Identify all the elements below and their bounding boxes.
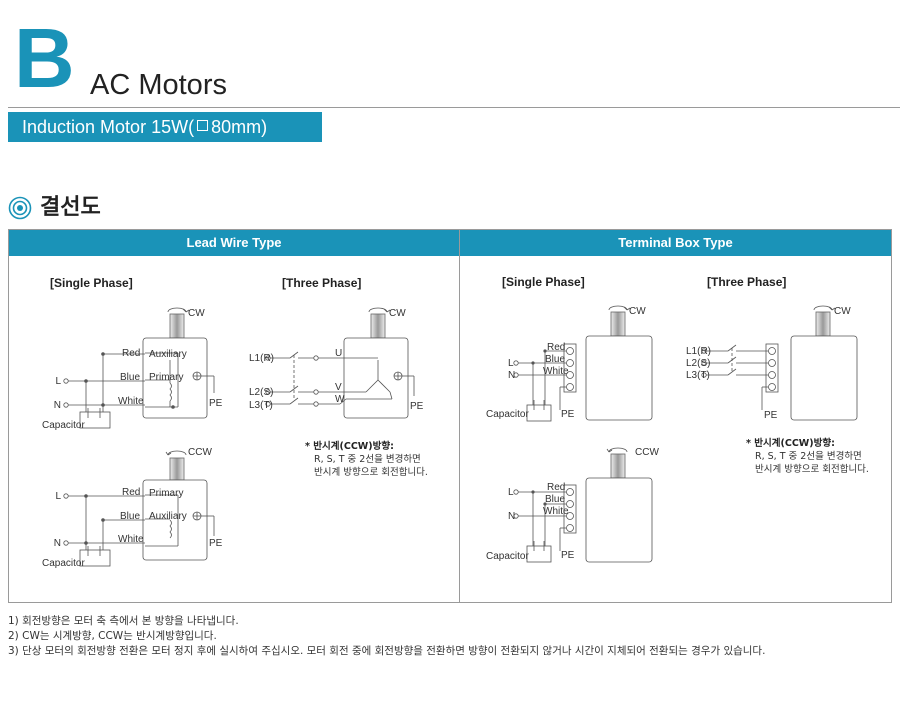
ccw-note-heading: * 반시계(CCW)방향:: [746, 437, 835, 449]
lead-single-phase-label: [Single Phase]: [50, 276, 133, 290]
l-terminal-label: L: [508, 358, 514, 369]
v-terminal-label: V: [335, 382, 342, 393]
subtitle-prefix: Induction Motor 15W(: [22, 117, 195, 137]
cw-label: CW: [629, 306, 646, 317]
section-title: 결선도: [40, 195, 101, 220]
w-terminal-label: W: [335, 394, 345, 405]
ccw-note-line2: 반시계 방향으로 회전합니다.: [314, 466, 428, 478]
white-wire-label: White: [543, 366, 569, 377]
pe-label: PE: [561, 409, 575, 420]
pe-label: PE: [561, 550, 575, 561]
n-terminal-label: N: [54, 538, 61, 549]
ccw-label: CCW: [635, 447, 659, 458]
lead-single-cw-diagram: [66, 307, 215, 429]
pe-label: PE: [209, 398, 223, 409]
auxiliary-winding-label: Auxiliary: [149, 511, 187, 522]
u-terminal-label: U: [335, 348, 342, 359]
blue-wire-label: Blue: [545, 494, 565, 505]
white-wire-label: White: [118, 396, 144, 407]
section-letter: B: [14, 11, 75, 105]
n-terminal-label: N: [54, 400, 61, 411]
footnote-1: 1) 회전방향은 모터 축 측에서 본 방향을 나타냅니다.: [8, 615, 239, 627]
ccw-note-line2: 반시계 방향으로 회전합니다.: [755, 463, 869, 475]
l2s-label: L2(S): [686, 358, 710, 369]
ccw-note-heading: * 반시계(CCW)방향:: [305, 440, 394, 452]
pe-label: PE: [209, 538, 223, 549]
primary-winding-label: Primary: [149, 372, 183, 383]
capacitor-label: Capacitor: [486, 551, 529, 562]
footnote-3: 3) 단상 모터의 회전방향 전환은 모터 정지 후에 실시하여 주십시오. 모…: [8, 645, 766, 657]
red-wire-label: Red: [122, 348, 140, 359]
white-wire-label: White: [543, 506, 569, 517]
l1r-label: L1(R): [686, 346, 711, 357]
lead-three-phase-diagram: [268, 307, 415, 419]
ccw-note-line1: R, S, T 중 2선을 변경하면: [314, 453, 421, 465]
motor-body: [142, 337, 208, 419]
lead-three-phase-label: [Three Phase]: [282, 276, 361, 290]
l-terminal-label: L: [55, 491, 61, 502]
footnote-2: 2) CW는 시계방향, CCW는 반시계방향입니다.: [8, 630, 217, 642]
terminal-single-ccw-diagram: [518, 447, 653, 563]
motor-shaft: [169, 313, 185, 339]
terminal-single-phase-label: [Single Phase]: [502, 275, 585, 289]
lead-single-ccw-diagram: [66, 450, 215, 567]
title-divider: [8, 107, 900, 108]
auxiliary-winding-label: Auxiliary: [149, 349, 187, 360]
terminal-three-phase-label: [Three Phase]: [707, 275, 786, 289]
cw-label: CW: [834, 306, 851, 317]
red-wire-label: Red: [547, 342, 565, 353]
terminal-single-cw-diagram: [518, 305, 653, 422]
lead-wire-type-header: Lead Wire Type: [9, 230, 459, 256]
l-terminal-label: L: [55, 376, 61, 387]
primary-winding-label: Primary: [149, 488, 183, 499]
pe-label: PE: [764, 410, 778, 421]
subtitle-suffix: 80mm): [211, 117, 268, 137]
cw-label: CW: [389, 308, 406, 319]
blue-wire-label: Blue: [120, 511, 140, 522]
capacitor-label: Capacitor: [42, 420, 85, 431]
panel-divider: [459, 230, 460, 602]
capacitor-label: Capacitor: [42, 558, 85, 569]
l3t-label: L3(T): [686, 370, 710, 381]
pe-label: PE: [410, 401, 424, 412]
square-icon: [197, 120, 209, 131]
terminal-box-type-header: Terminal Box Type: [460, 230, 891, 256]
capacitor-label: Capacitor: [486, 409, 529, 420]
page-title: AC Motors: [90, 69, 227, 101]
ccw-label: CCW: [188, 447, 212, 458]
footnotes: 1) 회전방향은 모터 축 측에서 본 방향을 나타냅니다. 2) CW는 시계…: [8, 614, 765, 659]
n-terminal-label: N: [508, 511, 515, 522]
l-terminal-label: L: [508, 487, 514, 498]
terminal-three-phase-diagram: [706, 305, 858, 421]
blue-wire-label: Blue: [545, 354, 565, 365]
l2s-label: L2(S): [249, 387, 273, 398]
n-terminal-label: N: [508, 370, 515, 381]
l1r-label: L1(R): [249, 353, 274, 364]
red-wire-label: Red: [122, 487, 140, 498]
ccw-note-line1: R, S, T 중 2선을 변경하면: [755, 450, 862, 462]
product-subtitle-bar: Induction Motor 15W( 80mm): [8, 112, 322, 142]
target-icon: [8, 196, 32, 220]
red-wire-label: Red: [547, 482, 565, 493]
rotation-arrow-icon: [167, 307, 187, 313]
white-wire-label: White: [118, 534, 144, 545]
wiring-panel: [8, 229, 892, 603]
cw-label: CW: [188, 308, 205, 319]
blue-wire-label: Blue: [120, 372, 140, 383]
l3t-label: L3(T): [249, 400, 273, 411]
